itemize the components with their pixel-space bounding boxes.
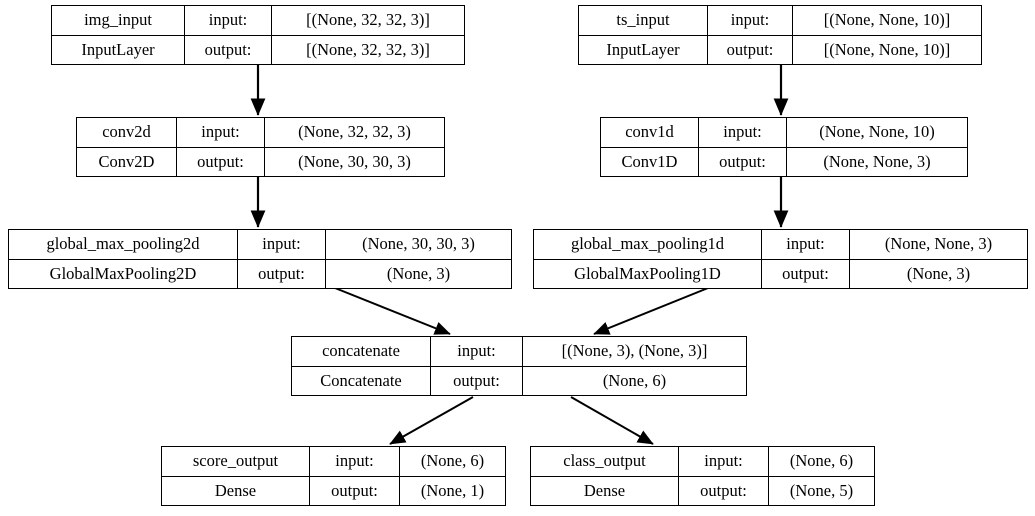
output-label: output: [431, 366, 523, 395]
node-class: InputLayer [579, 35, 708, 64]
input-label: input: [762, 230, 850, 259]
input-shape: (None, 6) [789, 451, 854, 470]
output-label: output: [708, 35, 793, 64]
node-name: conv1d [601, 118, 699, 147]
output-shape: [(None, None, 10)] [823, 39, 951, 59]
edge-global_max_pooling2d-to-concatenate [329, 285, 451, 335]
input-shape: (None, 32, 32, 3) [298, 122, 411, 141]
output-shape: (None, 3) [906, 263, 971, 283]
node-name: global_max_pooling1d [534, 230, 762, 259]
node-conv2d[interactable]: conv2d input: (None, 32, 32, 3) Conv2D o… [76, 117, 445, 177]
node-row-output: GlobalMaxPooling2D output: (None, 3) [9, 259, 511, 288]
node-class: Dense [531, 476, 679, 505]
node-global_max_pooling2d[interactable]: global_max_pooling2d input: (None, 30, 3… [8, 229, 512, 289]
edge-global_max_pooling1d-to-concatenate [593, 285, 714, 335]
output-label: output: [679, 476, 769, 505]
node-row-output: GlobalMaxPooling1D output: (None, 3) [534, 259, 1027, 288]
node-ts_input[interactable]: ts_input input: [(None, None, 10)] Input… [578, 5, 982, 65]
node-row-input: img_input input: [(None, 32, 32, 3)] [52, 6, 464, 36]
node-row-input: global_max_pooling2d input: (None, 30, 3… [9, 230, 511, 260]
input-shape: (None, 6) [420, 451, 485, 470]
output-shape: (None, 6) [602, 370, 667, 390]
output-shape: (None, 3) [386, 263, 451, 283]
node-row-input: global_max_pooling1d input: (None, None,… [534, 230, 1027, 260]
node-concatenate[interactable]: concatenate input: [(None, 3), (None, 3)… [291, 336, 747, 396]
node-row-output: Concatenate output: (None, 6) [292, 366, 746, 395]
node-row-output: Conv2D output: (None, 30, 30, 3) [77, 147, 444, 176]
input-shape: (None, None, 10) [819, 122, 935, 141]
output-shape: (None, 1) [420, 480, 485, 500]
node-class: InputLayer [52, 35, 185, 64]
node-class_output[interactable]: class_output input: (None, 6) Dense outp… [530, 446, 875, 506]
node-class: GlobalMaxPooling2D [9, 259, 238, 288]
node-class: GlobalMaxPooling1D [534, 259, 762, 288]
node-row-output: Dense output: (None, 5) [531, 476, 874, 505]
node-global_max_pooling1d[interactable]: global_max_pooling1d input: (None, None,… [533, 229, 1028, 289]
input-label: input: [679, 447, 769, 476]
node-score_output[interactable]: score_output input: (None, 6) Dense outp… [161, 446, 506, 506]
node-row-input: concatenate input: [(None, 3), (None, 3)… [292, 337, 746, 367]
input-label: input: [708, 6, 793, 35]
node-class: Conv2D [77, 147, 177, 176]
node-row-input: ts_input input: [(None, None, 10)] [579, 6, 981, 36]
output-shape: (None, None, 3) [823, 151, 931, 171]
node-name: concatenate [292, 337, 431, 366]
node-name: conv2d [77, 118, 177, 147]
output-label: output: [310, 476, 400, 505]
input-label: input: [310, 447, 400, 476]
output-label: output: [177, 147, 265, 176]
edge-concatenate-to-score_output [389, 396, 474, 445]
output-shape: [(None, 32, 32, 3)] [306, 39, 430, 59]
node-class: Concatenate [292, 366, 431, 395]
input-label: input: [177, 118, 265, 147]
input-label: input: [431, 337, 523, 366]
node-img_input[interactable]: img_input input: [(None, 32, 32, 3)] Inp… [51, 5, 465, 65]
output-shape: (None, 5) [789, 480, 854, 500]
node-name: class_output [531, 447, 679, 476]
input-label: input: [699, 118, 787, 147]
node-row-output: InputLayer output: [(None, None, 10)] [579, 35, 981, 64]
input-label: input: [185, 6, 272, 35]
node-row-input: score_output input: (None, 6) [162, 447, 505, 477]
node-row-input: conv2d input: (None, 32, 32, 3) [77, 118, 444, 148]
node-name: global_max_pooling2d [9, 230, 238, 259]
input-label: input: [238, 230, 326, 259]
node-row-output: Dense output: (None, 1) [162, 476, 505, 505]
output-label: output: [238, 259, 326, 288]
node-class: Conv1D [601, 147, 699, 176]
input-shape: [(None, 32, 32, 3)] [306, 10, 430, 29]
input-shape: (None, 30, 30, 3) [362, 234, 475, 253]
output-label: output: [699, 147, 787, 176]
node-row-input: conv1d input: (None, None, 10) [601, 118, 967, 148]
output-shape: (None, 30, 30, 3) [298, 151, 411, 171]
node-name: img_input [52, 6, 185, 35]
node-row-output: InputLayer output: [(None, 32, 32, 3)] [52, 35, 464, 64]
node-row-output: Conv1D output: (None, None, 3) [601, 147, 967, 176]
node-row-input: class_output input: (None, 6) [531, 447, 874, 477]
node-conv1d[interactable]: conv1d input: (None, None, 10) Conv1D ou… [600, 117, 968, 177]
output-label: output: [762, 259, 850, 288]
output-label: output: [185, 35, 272, 64]
node-class: Dense [162, 476, 310, 505]
input-shape: (None, None, 3) [884, 234, 993, 253]
input-shape: [(None, None, 10)] [823, 10, 951, 29]
edge-concatenate-to-class_output [570, 396, 654, 445]
input-shape: [(None, 3), (None, 3)] [561, 341, 708, 360]
node-name: ts_input [579, 6, 708, 35]
node-name: score_output [162, 447, 310, 476]
